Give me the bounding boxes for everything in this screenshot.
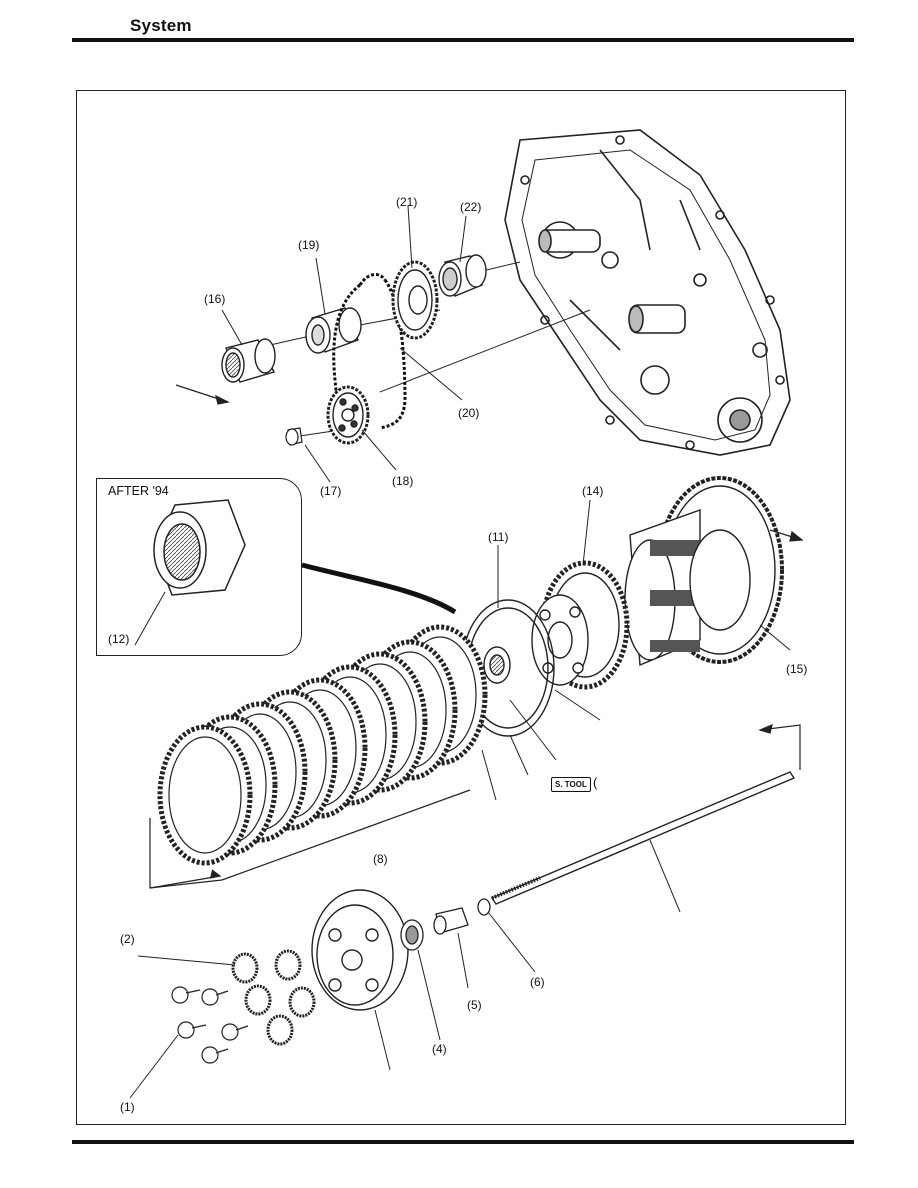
leader-lines-upper [221,205,467,483]
special-tool-badge: S. TOOL [551,777,591,792]
page-header: System [130,16,192,35]
upper-arrow [175,384,230,405]
label-17: (17) [320,484,342,498]
drive-sprocket [326,385,370,445]
clutch-outer [624,476,784,667]
circlip [477,898,491,916]
driven-sprocket [391,260,439,340]
after-94-inset [96,478,302,656]
clutch-center [531,560,630,690]
clutch-disc-pack [157,624,488,866]
ball-bearing-upper [438,254,487,297]
label-4: (4) [432,1042,447,1056]
label-22: (22) [460,200,482,214]
push-rod [490,771,796,905]
label-20: (20) [458,406,480,420]
disc-bracket [149,789,471,889]
leader-lines-lower [129,499,791,1099]
label-21: (21) [396,195,418,209]
clutch-springs [231,949,316,1046]
pressure-plate [311,889,409,1011]
inset-connector [301,562,457,615]
special-tool-paren: ( [593,775,598,790]
label-8: (8) [373,852,388,866]
release-bearing [400,919,424,951]
push-rod-arrow [758,723,801,770]
label-1: (1) [120,1100,135,1114]
header-rule [72,38,854,42]
footer-rule [72,1140,854,1144]
label-5: (5) [467,998,482,1012]
diagram-frame [76,90,846,1125]
label-18: (18) [392,474,414,488]
label-6: (6) [530,975,545,989]
label-15: (15) [786,662,808,676]
clutch-outer-arrow [769,529,804,542]
label-16: (16) [204,292,226,306]
inset-title: AFTER '94 [108,484,169,498]
sprocket-bolt [285,427,303,446]
transmission-case [504,129,791,456]
clutch-bolts [171,986,249,1064]
lock-nut [483,646,511,684]
label-12: (12) [108,632,130,646]
collar [305,307,362,354]
label-2: (2) [120,932,135,946]
lifter-piece [433,907,469,935]
label-19: (19) [298,238,320,252]
inset-nut [153,499,246,596]
needle-bearing [221,338,276,383]
label-11: (11) [488,530,509,544]
label-14: (14) [582,484,604,498]
